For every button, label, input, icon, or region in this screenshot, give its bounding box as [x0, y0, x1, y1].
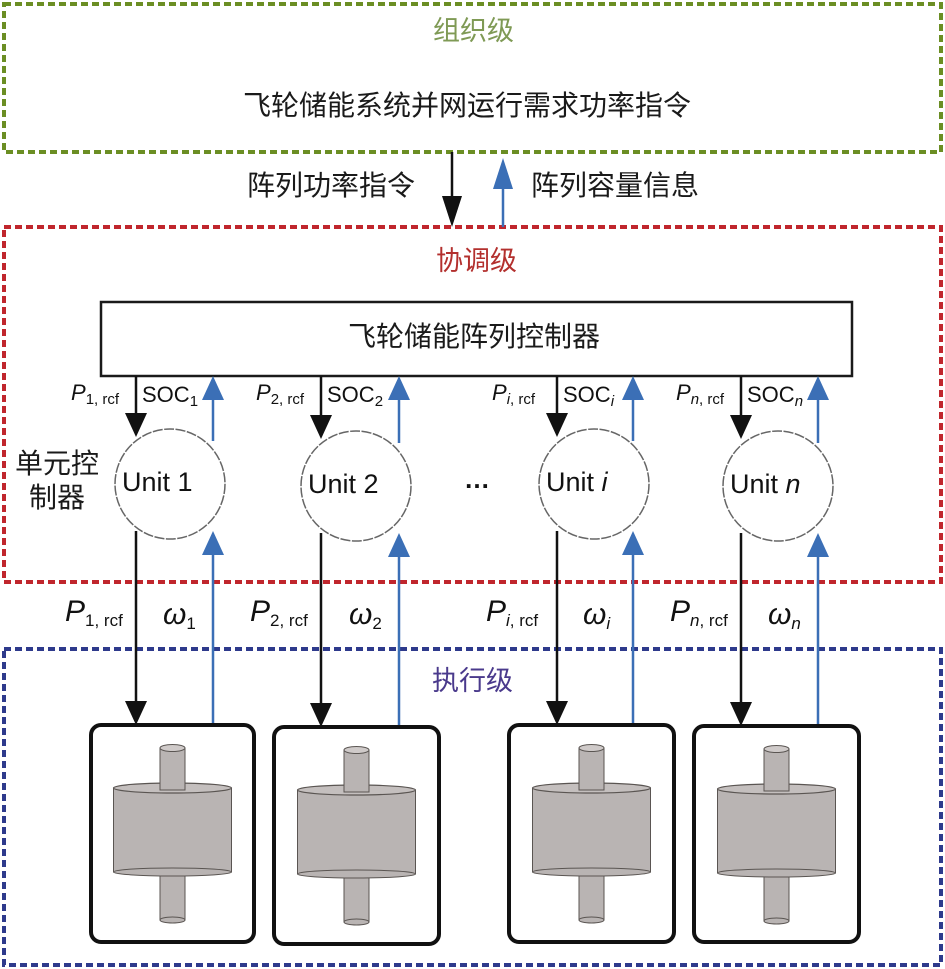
array-power-command-label: 阵列功率指令 [247, 169, 416, 202]
flywheel-rotor [297, 789, 416, 875]
unit-3-speed-label: ωi [583, 598, 611, 633]
unit-1-speed-arrow [202, 531, 224, 725]
flywheel-2 [272, 725, 441, 946]
flywheel-1 [89, 723, 256, 944]
unit-3-speed-arrow [622, 531, 644, 725]
unit-3-power-ref-arrow [546, 376, 568, 437]
array-controller-label: 飞轮储能阵列控制器 [348, 320, 601, 353]
unit-2-power-cmd-arrow [310, 533, 332, 727]
flywheel-lower-shaft [763, 868, 790, 922]
unit-2-soc-label: SOC2 [327, 382, 384, 410]
unit-3-lower-power-label: Pi, rcf [486, 595, 539, 630]
unit-1-speed-label: ω1 [163, 598, 196, 633]
unit-4-speed-arrow [807, 533, 829, 726]
flywheel-rotor [113, 787, 232, 873]
unit-4-upper-power-label: Pn, rcf [676, 380, 725, 408]
unit-controller-label-line1: 单元控 [15, 447, 100, 480]
grid-power-demand-command: 飞轮储能系统并网运行需求功率指令 [243, 89, 692, 122]
unit-3-soc-label: SOCi [563, 382, 615, 410]
flywheel-lower-shaft [578, 867, 605, 921]
unit-4-lower-power-label: Pn, rcf [670, 595, 728, 630]
unit-4-speed-label: ωn [768, 598, 801, 633]
unit-controller-2 [300, 430, 412, 542]
unit-1-name: Unit 1 [122, 467, 193, 497]
unit-controller-3 [538, 428, 650, 540]
array-capacity-info-arrow [493, 158, 513, 227]
unit-2-lower-power-label: P2, rcf [250, 595, 308, 630]
unit-3-upper-power-label: Pi, rcf [492, 380, 536, 408]
unit-2-speed-arrow [388, 533, 410, 727]
unit-1-power-ref-arrow [125, 376, 147, 437]
organization-tier-title: 组织级 [433, 16, 514, 47]
unit-4-soc-arrow [807, 376, 829, 443]
flywheel-3 [507, 723, 676, 944]
organization-tier-box [2, 2, 943, 154]
unit-2-power-ref-arrow [310, 376, 332, 439]
coordination-tier-box [2, 225, 943, 584]
flywheel-rotor [532, 787, 651, 873]
execution-tier-title: 执行级 [432, 666, 513, 697]
unit-ellipsis: … [464, 464, 490, 494]
unit-2-soc-arrow [388, 376, 410, 443]
unit-controller-4 [722, 430, 834, 542]
unit-3-soc-arrow [622, 376, 644, 441]
flywheel-upper-shaft [159, 747, 186, 791]
unit-1-power-cmd-arrow [125, 531, 147, 725]
array-capacity-info-label: 阵列容量信息 [531, 169, 700, 202]
execution-tier-box [2, 647, 943, 967]
unit-1-upper-power-label: P1, rcf [71, 380, 120, 408]
unit-controller-label-line2: 制器 [29, 481, 86, 514]
unit-4-power-ref-arrow [730, 376, 752, 439]
unit-2-name: Unit 2 [308, 469, 379, 499]
unit-3-power-cmd-arrow [546, 531, 568, 725]
flywheel-lower-shaft [343, 869, 370, 923]
coordination-tier-title: 协调级 [436, 246, 517, 277]
unit-2-upper-power-label: P2, rcf [256, 380, 305, 408]
array-controller-box [99, 300, 854, 378]
flywheel-upper-shaft [343, 749, 370, 793]
unit-controller-1 [114, 428, 226, 540]
unit-4-name: Unit n [730, 469, 801, 499]
flywheel-4 [692, 724, 861, 944]
unit-1-lower-power-label: P1, rcf [65, 595, 123, 630]
flywheel-rotor [717, 788, 836, 874]
unit-1-soc-label: SOC1 [142, 382, 199, 410]
array-power-command-arrow [442, 152, 462, 227]
unit-4-power-cmd-arrow [730, 533, 752, 726]
unit-4-soc-label: SOCn [747, 382, 804, 410]
flywheel-upper-shaft [578, 747, 605, 791]
unit-2-speed-label: ω2 [349, 598, 382, 633]
unit-3-name: Unit i [546, 467, 608, 497]
unit-1-soc-arrow [202, 376, 224, 441]
flywheel-upper-shaft [763, 748, 790, 792]
